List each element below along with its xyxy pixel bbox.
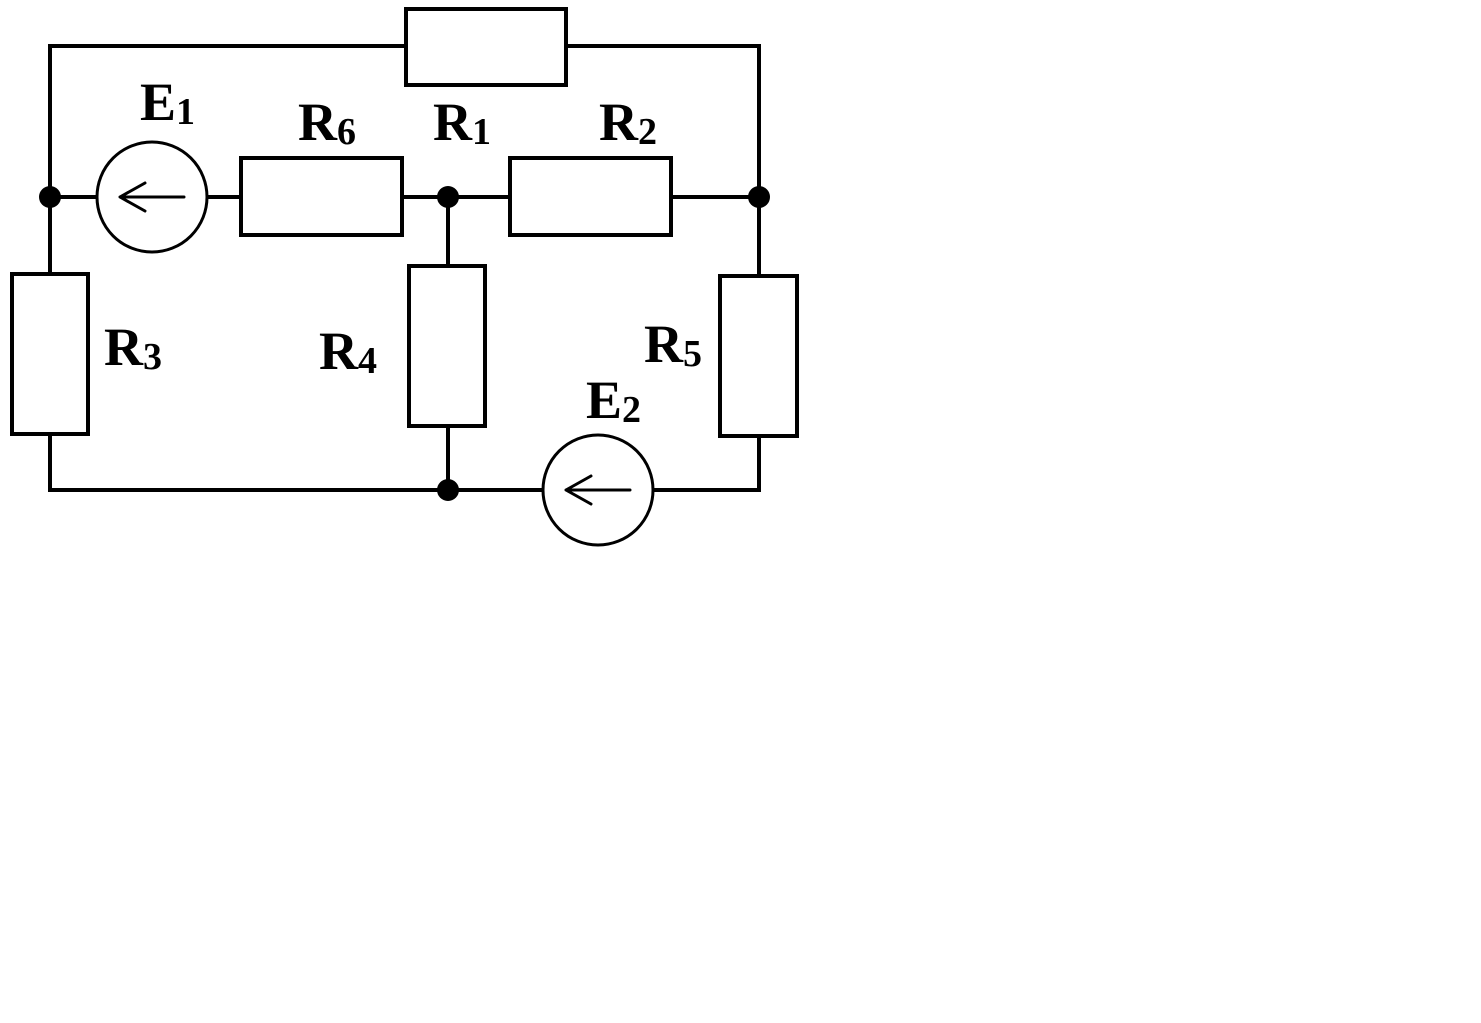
label-r2-sub: 2 bbox=[638, 111, 657, 153]
wire-left-lower bbox=[48, 432, 450, 492]
label-r1-sub: 1 bbox=[472, 111, 491, 153]
label-e2-main: E bbox=[586, 370, 622, 430]
label-r2-main: R bbox=[599, 92, 639, 152]
resistor-r1-top bbox=[404, 7, 568, 87]
label-r1-main: R bbox=[433, 92, 473, 152]
label-r4-sub: 4 bbox=[358, 340, 377, 382]
wire-e2-to-right bbox=[651, 434, 761, 492]
junction-node bbox=[437, 479, 459, 501]
resistor-r5 bbox=[718, 274, 799, 438]
label-r5-sub: 5 bbox=[683, 333, 702, 375]
source-e1 bbox=[95, 140, 209, 254]
junctions bbox=[39, 186, 770, 501]
label-r3-main: R bbox=[104, 317, 144, 377]
junction-node bbox=[39, 186, 61, 208]
arrow-left-icon bbox=[118, 181, 186, 213]
label-r5: R5 bbox=[644, 314, 702, 375]
label-r6-main: R bbox=[298, 92, 338, 152]
label-r6: R6 bbox=[298, 92, 356, 153]
label-e1-sub: 1 bbox=[176, 91, 195, 133]
arrow-left-icon bbox=[564, 474, 632, 506]
source-e2 bbox=[541, 433, 655, 547]
label-e1: E1 bbox=[140, 72, 195, 133]
label-e2: E2 bbox=[586, 370, 641, 431]
label-e2-sub: 2 bbox=[622, 389, 641, 431]
resistor-r6 bbox=[239, 156, 404, 237]
labels: E1 R6 R1 R2 R3 R4 R5 E2 bbox=[104, 72, 702, 431]
resistor-r3 bbox=[10, 272, 90, 436]
label-r5-main: R bbox=[644, 314, 684, 374]
junction-node bbox=[437, 186, 459, 208]
resistor-r2 bbox=[508, 156, 673, 237]
wire-top bbox=[48, 44, 761, 199]
resistor-r4 bbox=[407, 264, 487, 428]
label-r3-sub: 3 bbox=[143, 336, 162, 378]
label-r6-sub: 6 bbox=[337, 111, 356, 153]
label-e1-main: E bbox=[140, 72, 176, 132]
label-r4: R4 bbox=[319, 321, 377, 382]
label-r2: R2 bbox=[599, 92, 657, 153]
label-r1: R1 bbox=[433, 92, 491, 153]
label-r4-main: R bbox=[319, 321, 359, 381]
junction-node bbox=[748, 186, 770, 208]
resistors bbox=[10, 7, 799, 438]
label-r3: R3 bbox=[104, 317, 162, 378]
